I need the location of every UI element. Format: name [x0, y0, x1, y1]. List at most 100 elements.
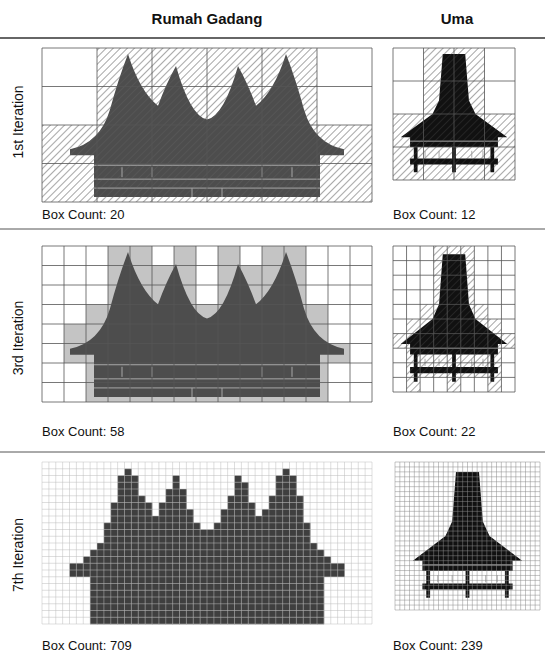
counted-box: [131, 489, 138, 496]
counted-box: [255, 563, 262, 570]
counted-box: [461, 275, 475, 290]
counted-box: [173, 570, 180, 577]
counted-box: [283, 570, 290, 577]
counted-box: [306, 305, 328, 325]
counted-box: [269, 590, 276, 597]
counted-box: [235, 496, 242, 503]
counted-box: [118, 597, 125, 604]
counted-box: [214, 557, 221, 564]
counted-box: [104, 590, 111, 597]
counted-box: [276, 530, 283, 537]
counted-box: [118, 476, 125, 483]
counted-box: [290, 597, 297, 604]
counted-box: [461, 275, 475, 290]
counted-box: [111, 536, 118, 543]
counted-box: [276, 482, 283, 489]
counted-boxes: [393, 48, 515, 180]
counted-box: [269, 577, 276, 584]
counted-box: [166, 489, 173, 496]
counted-box: [485, 114, 516, 147]
grid-line: [42, 610, 372, 611]
counted-box: [276, 563, 283, 570]
grid-panel: [393, 48, 515, 180]
counted-box: [118, 550, 125, 557]
counted-box: [173, 489, 180, 496]
counted-box: [90, 577, 97, 584]
counted-box: [180, 570, 187, 577]
counted-box: [152, 597, 159, 604]
counted-box: [303, 584, 310, 591]
counted-box: [296, 530, 303, 537]
counted-box: [290, 550, 297, 557]
counted-box: [173, 584, 180, 591]
counted-box: [461, 319, 475, 334]
counted-box: [97, 87, 152, 126]
counted-box: [228, 496, 235, 503]
counted-box: [228, 543, 235, 550]
counted-box: [86, 305, 108, 325]
counted-box: [303, 543, 310, 550]
counted-box: [248, 503, 255, 510]
counted-box: [97, 563, 104, 570]
table-rule: [0, 37, 545, 39]
counted-box: [420, 334, 434, 349]
counted-box: [317, 164, 372, 203]
counted-box: [159, 604, 166, 611]
counted-box: [145, 584, 152, 591]
grid-line: [42, 617, 372, 618]
counted-box: [393, 147, 424, 180]
counted-box: [145, 563, 152, 570]
counted-box: [111, 577, 118, 584]
counted-box: [454, 48, 485, 81]
grid-line: [395, 526, 540, 527]
counted-box: [262, 584, 269, 591]
counted-box: [262, 516, 269, 523]
counted-box: [173, 482, 180, 489]
counted-box: [159, 550, 166, 557]
counted-box: [200, 611, 207, 618]
counted-box: [173, 530, 180, 537]
counted-box: [125, 503, 132, 510]
counted-box: [180, 543, 187, 550]
counted-box: [262, 543, 269, 550]
counted-box: [214, 550, 221, 557]
counted-box: [125, 584, 132, 591]
counted-box: [303, 523, 310, 530]
counted-box: [296, 496, 303, 503]
counted-box: [296, 577, 303, 584]
counted-box: [241, 523, 248, 530]
counted-box: [474, 304, 488, 319]
grid-line: [42, 495, 372, 496]
counted-box: [90, 563, 97, 570]
grid-line: [42, 462, 372, 463]
counted-box: [296, 536, 303, 543]
counted-box: [180, 489, 187, 496]
counted-box: [173, 617, 180, 624]
counted-box: [488, 348, 502, 363]
counted-box: [310, 597, 317, 604]
counted-box: [131, 584, 138, 591]
counted-box: [186, 536, 193, 543]
counted-box: [125, 482, 132, 489]
grid-line: [395, 471, 540, 472]
counted-box: [90, 617, 97, 624]
counted-boxes-overlay: [393, 246, 515, 392]
counted-box: [317, 164, 372, 203]
counted-box: [235, 570, 242, 577]
box-grid: [42, 246, 372, 402]
counted-box: [173, 604, 180, 611]
counted-box: [290, 536, 297, 543]
counted-box: [200, 563, 207, 570]
counted-box: [310, 590, 317, 597]
counted-box: [241, 489, 248, 496]
counted-box: [76, 563, 83, 570]
counted-box: [70, 570, 77, 577]
counted-box: [310, 584, 317, 591]
counted-box: [420, 319, 434, 334]
counted-box: [42, 164, 97, 203]
counted-box: [207, 570, 214, 577]
counted-box: [138, 590, 145, 597]
counted-box: [296, 557, 303, 564]
counted-box: [83, 563, 90, 570]
counted-box: [104, 530, 111, 537]
